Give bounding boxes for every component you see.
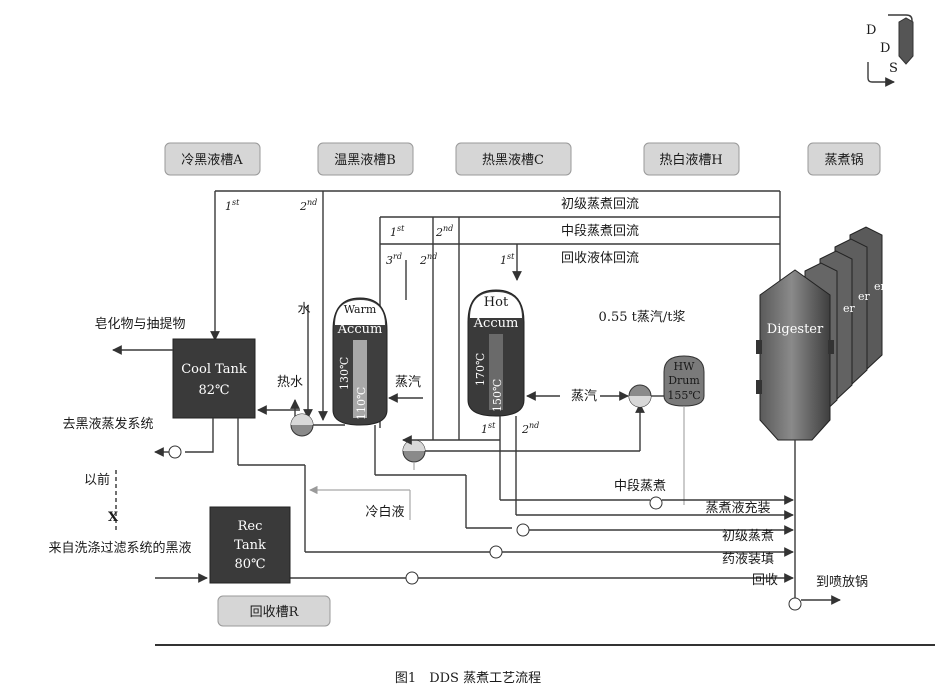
digester-tag-3: er	[843, 302, 856, 315]
hot-accum-line2: Accum	[473, 316, 519, 331]
initial-reflux-label: 初级蒸煮回流	[561, 197, 639, 212]
steam2-label: 蒸汽	[571, 389, 597, 404]
tab-warm-tank	[317, 142, 414, 176]
tab-hot-white-label: 热白液槽H	[659, 152, 722, 168]
rec-tank-line2: Tank	[234, 538, 266, 553]
logo-d1: D	[866, 23, 876, 38]
rec-tank-tab	[217, 595, 331, 627]
from-wash-label: 来自洗涤过滤系统的黑液	[48, 540, 191, 556]
tab-digester	[807, 142, 881, 176]
stage-2-b: 2	[435, 226, 443, 239]
rec-tank-tab-label: 回收槽R	[250, 605, 300, 620]
rec-tank	[209, 506, 291, 584]
digester-tag-1: er	[874, 280, 887, 293]
tab-hot-white	[643, 142, 740, 176]
hw-drum-temp: 155℃	[667, 389, 700, 402]
before-label: 以前	[84, 472, 110, 488]
svg-text:1st: 1st	[225, 198, 240, 213]
stage-2-c: 2	[419, 254, 427, 267]
hw-drum-line2: Drum	[668, 374, 700, 387]
svg-text:3rd: 3rd	[386, 252, 402, 267]
digester-tag-2: er	[858, 290, 871, 303]
svg-text:2nd: 2nd	[419, 252, 437, 267]
tab-cold-tank	[164, 142, 261, 176]
to-evap-label: 去黑液蒸发系统	[62, 416, 153, 432]
stage-2-a: 2	[299, 200, 307, 213]
x-mark: X	[108, 510, 119, 525]
svg-text:2nd: 2nd	[299, 198, 317, 213]
stage-labels: 1st 2nd 1st 2nd 3rd 2nd 1st 1st 2nd	[225, 198, 539, 436]
recovery-label: 回收	[752, 573, 778, 588]
mid-cook-label: 中段蒸煮	[614, 479, 666, 494]
tab-cold-tank-label: 冷黑液槽A	[181, 153, 243, 168]
dds-logo: D D S	[866, 14, 914, 87]
cool-tank-temp: 82℃	[198, 383, 229, 398]
stage-1-e: 1	[481, 423, 488, 436]
steam-ratio-label: 0.55 t蒸汽/t浆	[599, 310, 686, 325]
stage-st-e: st	[488, 421, 496, 430]
hot-water-label: 热水	[277, 375, 303, 390]
cool-tank-name: Cool Tank	[181, 362, 247, 377]
stage-st-b: st	[397, 224, 405, 233]
warm-accum-line1: Warm	[344, 303, 377, 316]
digester	[759, 269, 831, 441]
chem-fill-label: 药液装填	[722, 552, 774, 567]
cold-white-label: 冷白液	[365, 504, 404, 520]
stage-st-d: st	[507, 252, 515, 261]
hot-accum-t-high: 170℃	[474, 353, 487, 386]
digester-name: Digester	[767, 322, 824, 337]
warm-accum-line2: Accum	[337, 322, 383, 337]
svg-text:2nd: 2nd	[435, 224, 453, 239]
stage-1-a: 1	[225, 200, 232, 213]
steam1-label: 蒸汽	[395, 375, 421, 390]
svg-text:2nd: 2nd	[521, 421, 539, 436]
figure-caption: 图1 DDS 蒸煮工艺流程	[395, 671, 541, 686]
stage-nd-b: nd	[443, 224, 453, 233]
fill-label: 蒸煮液充装	[705, 500, 770, 516]
tab-hot-tank	[455, 142, 572, 176]
initial-cook-label: 初级蒸煮	[722, 529, 774, 544]
svg-text:1st: 1st	[390, 224, 405, 239]
pump-evap	[168, 445, 182, 459]
rec-tank-temp: 80℃	[234, 557, 265, 572]
cool-tank	[172, 338, 256, 419]
svg-text:1st: 1st	[500, 252, 515, 267]
water-label: 水	[297, 302, 310, 317]
reflux-lines	[210, 190, 781, 440]
stage-1-d: 1	[500, 254, 507, 267]
stage-3-c: 3	[386, 254, 393, 267]
stage-st-a: st	[232, 198, 240, 207]
recovery-reflux-label: 回收液体回流	[561, 251, 639, 266]
hw-drum-line1: HW	[674, 360, 696, 373]
warm-accum-t-low: 110℃	[355, 387, 368, 420]
hot-accum-line1: Hot	[484, 295, 509, 310]
to-blow-label: 到喷放锅	[816, 574, 868, 590]
stage-nd-e: nd	[529, 421, 539, 430]
logo-s: S	[889, 61, 898, 76]
tab-warm-tank-label: 温黑液槽B	[334, 153, 396, 168]
svg-text:1st: 1st	[481, 421, 496, 436]
warm-accum-t-high: 130℃	[338, 357, 351, 390]
mid-reflux-label: 中段蒸煮回流	[561, 224, 639, 239]
tab-hot-tank-label: 热黑液槽C	[482, 153, 544, 168]
hot-accum-t-low: 150℃	[491, 379, 504, 412]
logo-d2: D	[880, 41, 890, 56]
header-tabs: 冷黑液槽A 温黑液槽B 热黑液槽C 热白液槽H 蒸煮锅	[164, 142, 881, 176]
soap-label: 皂化物与抽提物	[94, 316, 185, 332]
feed-lines	[290, 490, 841, 611]
stage-rd-c: rd	[393, 252, 402, 261]
stage-nd-a: nd	[307, 198, 317, 207]
stage-1-b: 1	[390, 226, 397, 239]
stage-nd-c: nd	[427, 252, 437, 261]
tab-digester-label: 蒸煮锅	[824, 152, 863, 168]
hw-drum	[663, 355, 705, 407]
rec-tank-line1: Rec	[238, 519, 263, 534]
stage-2-e: 2	[521, 423, 529, 436]
